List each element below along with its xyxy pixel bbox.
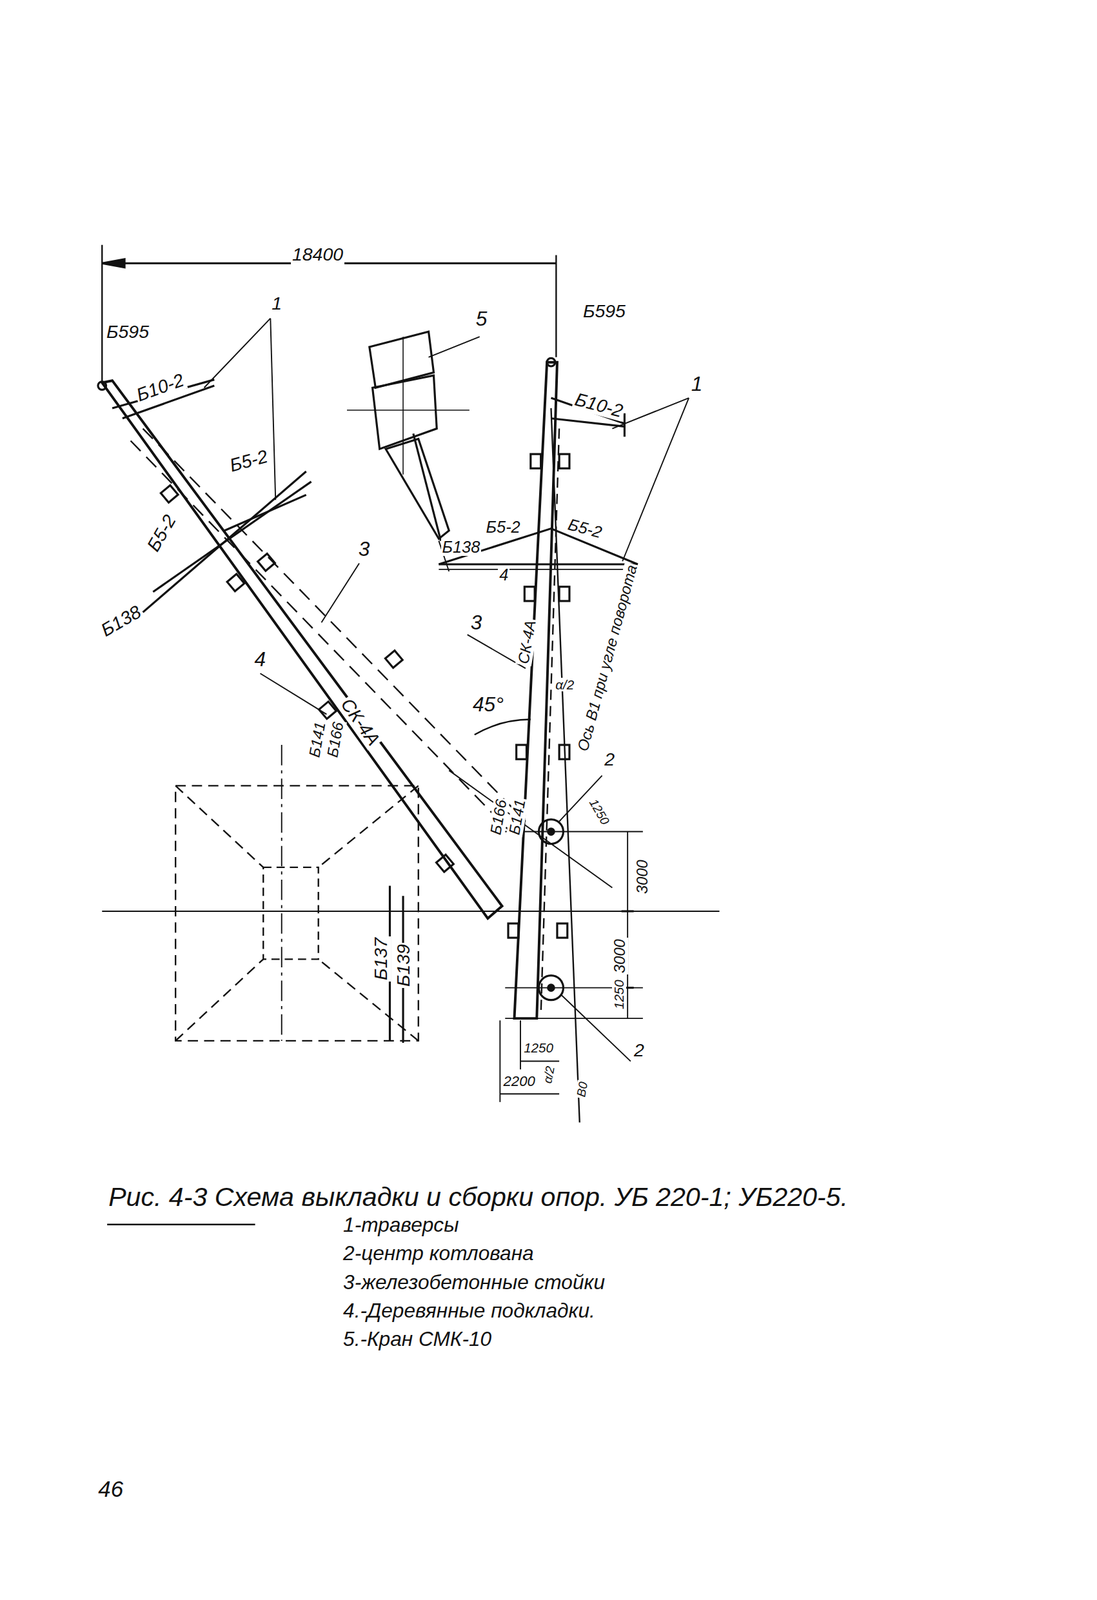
figure-caption: Рис. 4-3 Схема выкладки и сборки опор. У… (107, 1183, 850, 1212)
callout-number: 1 (690, 373, 705, 395)
part-label: 45° (471, 693, 505, 716)
callout-number: 4 (252, 648, 267, 671)
part-label: Б138 (96, 601, 146, 642)
callout-number: 3 (469, 612, 484, 634)
callout-number: 3 (357, 538, 372, 560)
part-label: 3000 (634, 858, 651, 896)
part-label: 1250 (522, 1040, 555, 1056)
key-item: 1-траверсы (341, 1214, 460, 1236)
key-item: 2-центр котлована (341, 1242, 536, 1265)
part-label: 3000 (612, 937, 629, 975)
key-item: 5.-Кран СМК-10 (341, 1328, 493, 1350)
part-label: Б138 (441, 538, 482, 556)
part-label: α/2 (541, 1064, 558, 1087)
callout-number: 5 (474, 308, 489, 330)
part-label: 2200 (502, 1073, 537, 1089)
part-label: Б5-2 (226, 446, 271, 476)
part-label: 1250 (585, 795, 612, 829)
callout-number: 4 (497, 566, 510, 584)
part-label: α/2 (553, 677, 576, 692)
part-label: Ось В1 при угле поворота (574, 561, 641, 754)
part-label: СК-4А (515, 617, 540, 667)
part-label: Б10-2 (132, 370, 188, 406)
part-label: Б5-2 (143, 510, 181, 556)
part-label: Б595 (105, 322, 151, 342)
callout-number: 2 (602, 750, 616, 770)
callout-number: 2 (632, 1040, 646, 1061)
part-label: 18400 (290, 245, 345, 265)
part-label: В0 (574, 1079, 591, 1099)
key-item: 4.-Деревянные подкладки. (341, 1300, 597, 1322)
part-label: 46 (96, 1477, 125, 1502)
part-label: Б139 (394, 942, 414, 989)
callout-number: 1 (270, 294, 284, 314)
part-label: 1250 (612, 978, 627, 1011)
part-label: Б10-2 (571, 389, 627, 422)
part-label: Б5-2 (484, 518, 522, 536)
part-label: Б137 (371, 936, 391, 982)
part-label: Б595 (581, 301, 627, 322)
key-item: 3-железобетонные стойки (341, 1271, 607, 1294)
